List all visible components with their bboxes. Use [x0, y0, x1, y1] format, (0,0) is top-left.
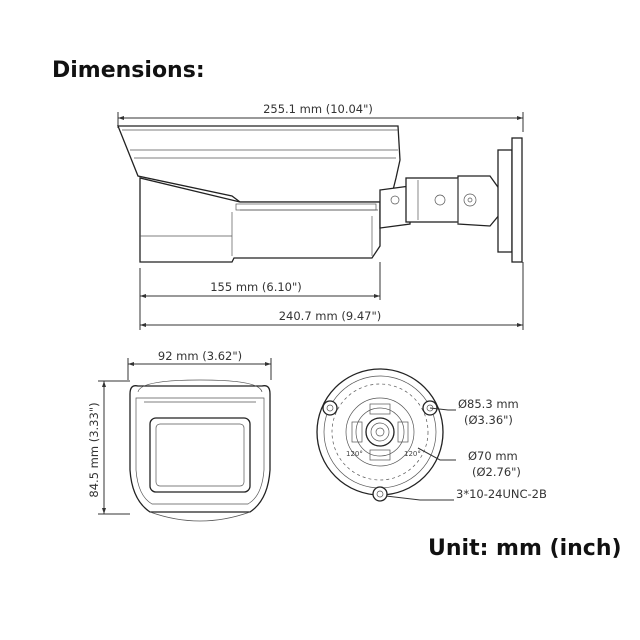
inner-diameter-label: Ø70 mm: [468, 449, 518, 463]
unit-note: Unit: mm (inch): [428, 536, 622, 561]
front-glass: [149, 417, 251, 493]
camera-bracket: [379, 185, 411, 229]
total-length-label: 240.7 mm (9.47"): [279, 309, 382, 323]
camera-body: [139, 177, 381, 263]
angle-label-right: 120°: [404, 450, 421, 458]
body-length-label: 155 mm (6.10"): [210, 280, 302, 294]
mount-view: 120° 120° Ø85.3 mm (Ø3.36") Ø70 mm (Ø2.7…: [316, 368, 547, 502]
screw-spec-label: 3*10-24UNC-2B: [456, 487, 547, 501]
overall-length-label: 255.1 mm (10.04"): [263, 102, 373, 116]
angle-label-left: 120°: [346, 450, 363, 458]
outer-diameter-inch-label: (Ø3.36"): [464, 413, 513, 427]
screw-hole-left: [322, 400, 338, 416]
inner-diameter-inch-label: (Ø2.76"): [472, 465, 521, 479]
screw-hole-bottom: [372, 486, 388, 502]
outer-diameter-label: Ø85.3 mm: [458, 397, 519, 411]
side-view: 255.1 mm (10.04") 155 mm (6.10"): [117, 102, 524, 330]
front-view: 92 mm (3.62") 84.5 mm (3.33"): [87, 349, 272, 522]
page-title: Dimensions:: [52, 58, 205, 83]
front-width-label: 92 mm (3.62"): [158, 349, 242, 363]
front-height-label: 84.5 mm (3.33"): [87, 402, 101, 497]
